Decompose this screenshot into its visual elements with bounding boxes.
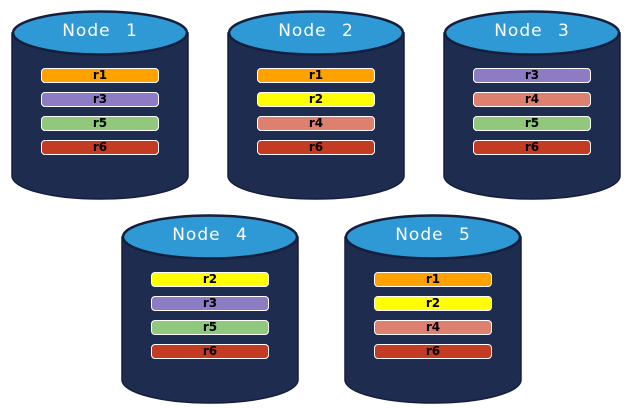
replica-bar: r2 xyxy=(257,92,375,107)
replica-bar: r4 xyxy=(374,320,492,335)
replica-label: r2 xyxy=(202,272,218,286)
replica-bar: r1 xyxy=(374,272,492,287)
replica-bar: r2 xyxy=(151,272,269,287)
replica-bar: r4 xyxy=(257,116,375,131)
replica-bar: r4 xyxy=(473,92,591,107)
node-cylinder-4: Node 4 r2 r3 r5 r6 xyxy=(121,214,299,404)
replica-label: r2 xyxy=(425,296,441,310)
replica-bar: r3 xyxy=(473,68,591,83)
replica-label: r4 xyxy=(308,116,324,130)
node-cylinder-3: Node 3 r3 r4 r5 r6 xyxy=(443,10,621,200)
replica-label: r6 xyxy=(202,344,218,358)
replica-bar-list: r1 r2 r4 r6 xyxy=(344,272,522,368)
replica-bar-list: r2 r3 r5 r6 xyxy=(121,272,299,368)
node-cylinder-2: Node 2 r1 r2 r4 r6 xyxy=(227,10,405,200)
node-cylinder-1: Node 1 r1 r3 r5 r6 xyxy=(11,10,189,200)
replica-label: r4 xyxy=(425,320,441,334)
replica-bar: r1 xyxy=(257,68,375,83)
replica-label: r6 xyxy=(524,140,540,154)
replica-label: r5 xyxy=(524,116,540,130)
replica-bar: r6 xyxy=(151,344,269,359)
replica-label: r5 xyxy=(92,116,108,130)
node-title: Node 3 xyxy=(494,21,570,41)
replica-bar: r5 xyxy=(41,116,159,131)
replica-label: r1 xyxy=(92,68,108,82)
node-title: Node 5 xyxy=(395,225,471,245)
replica-label: r3 xyxy=(92,92,108,106)
replica-bar: r6 xyxy=(374,344,492,359)
replica-label: r6 xyxy=(425,344,441,358)
replica-bar: r5 xyxy=(151,320,269,335)
replica-label: r6 xyxy=(308,140,324,154)
replica-label: r5 xyxy=(202,320,218,334)
replica-bar: r6 xyxy=(257,140,375,155)
node-title: Node 2 xyxy=(278,21,354,41)
replica-label: r1 xyxy=(425,272,441,286)
replica-bar: r6 xyxy=(473,140,591,155)
replica-bar-list: r3 r4 r5 r6 xyxy=(443,68,621,164)
replica-bar: r3 xyxy=(151,296,269,311)
replica-bar: r3 xyxy=(41,92,159,107)
replica-bar: r5 xyxy=(473,116,591,131)
replica-label: r3 xyxy=(202,296,218,310)
replica-label: r2 xyxy=(308,92,324,106)
node-title: Node 4 xyxy=(172,225,248,245)
node-cylinder-5: Node 5 r1 r2 r4 r6 xyxy=(344,214,522,404)
replica-bar: r6 xyxy=(41,140,159,155)
replica-label: r3 xyxy=(524,68,540,82)
node-title: Node 1 xyxy=(62,21,138,41)
replica-bar-list: r1 r2 r4 r6 xyxy=(227,68,405,164)
replica-label: r6 xyxy=(92,140,108,154)
replica-label: r4 xyxy=(524,92,540,106)
replica-bar-list: r1 r3 r5 r6 xyxy=(11,68,189,164)
replica-label: r1 xyxy=(308,68,324,82)
replica-bar: r1 xyxy=(41,68,159,83)
replica-bar: r2 xyxy=(374,296,492,311)
